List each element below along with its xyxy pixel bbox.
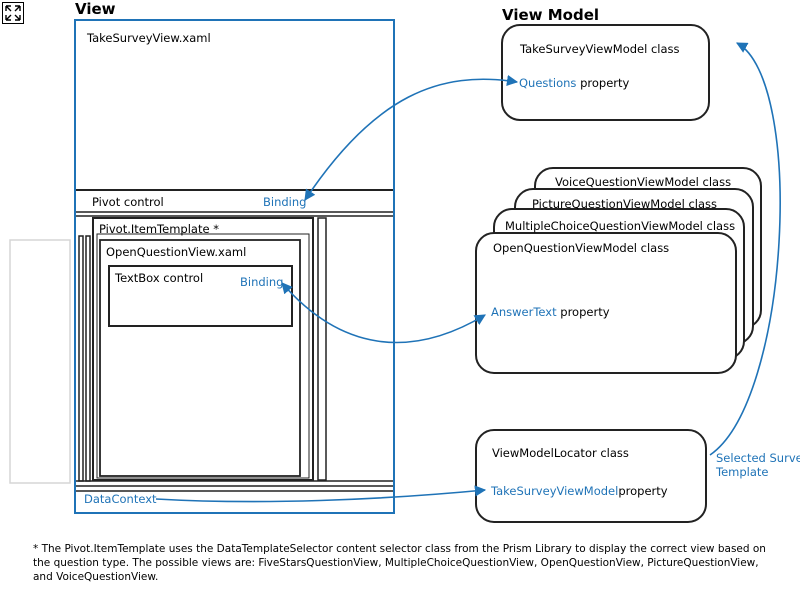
textbox-binding-label: Binding (240, 275, 284, 289)
questions-binding-arrow (304, 74, 519, 201)
view-file-label: TakeSurveyView.xaml (87, 31, 211, 45)
open-vm-class-label: OpenQuestionViewModel class (493, 241, 670, 255)
open-question-view-label: OpenQuestionView.xaml (106, 245, 247, 259)
footnote: * The Pivot.ItemTemplate uses the DataTe… (33, 543, 766, 583)
pivot-right-columns (317, 217, 327, 481)
questions-property-suffix: property (580, 76, 630, 90)
item-template-label: Pivot.ItemTemplate * (99, 222, 219, 236)
take-survey-class-label: TakeSurveyViewModel class (520, 42, 680, 56)
locator-class-label: ViewModelLocator class (492, 446, 629, 460)
datacontext-label: DataContext (84, 492, 157, 506)
viewmodel-locator-box (475, 429, 707, 523)
take-survey-vm-name: TakeSurveyViewModel (491, 484, 619, 498)
take-survey-vm-property-label: TakeSurveyViewModelproperty (491, 484, 668, 498)
selected-template-label-line1: Selected Survey (716, 451, 800, 465)
expand-icon[interactable] (2, 2, 24, 24)
answertext-property-suffix: property (560, 305, 610, 319)
item-template-inner (96, 233, 310, 479)
question-viewmodel-stack (475, 167, 762, 374)
selected-template-label-line2: Template (716, 465, 769, 479)
datacontext-arrow (155, 485, 487, 503)
answertext-binding-arrow (281, 282, 486, 344)
pivot-left-columns (78, 235, 91, 482)
answertext-name: AnswerText (491, 305, 557, 319)
answertext-property-label: AnswerText property (491, 305, 610, 319)
questions-property-label: Questions property (519, 76, 629, 90)
view-model-heading: View Model (502, 6, 600, 24)
voice-vm-class-label: VoiceQuestionViewModel class (555, 175, 732, 189)
picture-vm-class-label: PictureQuestionViewModel class (532, 197, 718, 211)
selected-template-arrow (709, 42, 781, 456)
view-heading: View (75, 0, 116, 18)
take-survey-viewmodel-box (501, 24, 710, 121)
take-survey-vm-property-suffix: property (618, 484, 668, 498)
textbox-control-label: TextBox control (115, 271, 204, 285)
multiplechoice-vm-class-label: MultipleChoiceQuestionViewModel class (505, 219, 736, 233)
questions-name: Questions (519, 76, 577, 90)
binding-arrows (155, 42, 781, 503)
pivot-control-label: Pivot control (92, 195, 164, 209)
pivot-binding-label: Binding (263, 195, 307, 209)
